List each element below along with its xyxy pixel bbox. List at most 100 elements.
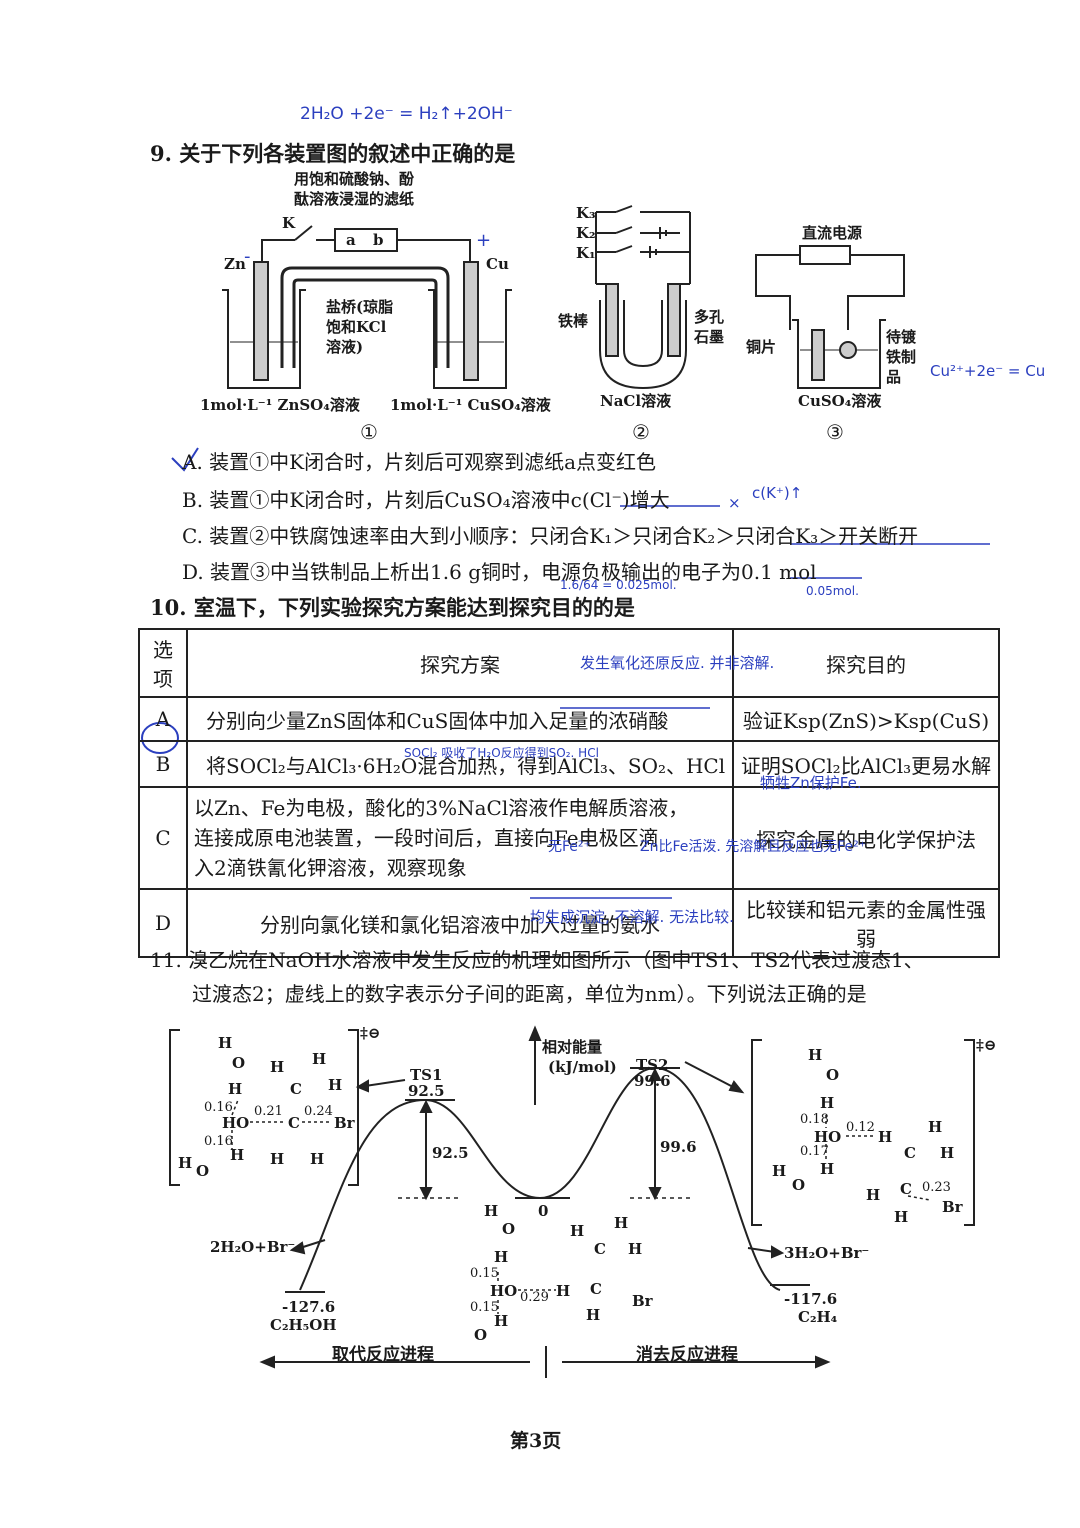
- page-number: 第3页: [510, 1430, 562, 1452]
- l-h5: H: [328, 1076, 343, 1094]
- fig2-number: ②: [632, 420, 650, 444]
- r-ho: HO: [814, 1128, 842, 1146]
- right-value: -117.6: [784, 1290, 838, 1308]
- l-h9: H: [178, 1154, 193, 1172]
- fig3-item-1: 待镀: [886, 328, 917, 346]
- table-header-row: 选项 探究方案 探究目的: [138, 628, 1000, 698]
- row-d-option: D: [138, 888, 188, 958]
- fig1-filter-label-2: 酞溶液浸湿的滤纸: [294, 190, 415, 208]
- fig1-drawing: [222, 225, 512, 389]
- fig3-number: ③: [826, 420, 844, 444]
- table-row: D 分别向氯化镁和氯化铝溶液中加入过量的氨水 比较镁和铝元素的金属性强弱: [138, 888, 1000, 958]
- row-c-option: C: [138, 786, 188, 890]
- m-dist-1: 0.15: [470, 1266, 499, 1281]
- r-br: Br: [942, 1198, 963, 1216]
- fig1-k: K: [282, 214, 296, 232]
- m-h5: H: [614, 1214, 629, 1232]
- left-progress-label: 取代反应进程: [332, 1345, 434, 1365]
- row-d-goal: 比较镁和铝元素的金属性强弱: [732, 888, 1000, 958]
- fig1-right-solution: 1mol·L⁻¹ CuSO₄溶液: [390, 396, 551, 414]
- r-c2: C: [900, 1180, 912, 1198]
- zero-label: 0: [538, 1202, 549, 1220]
- hw-d-calc: 1.6/64 = 0.025mol.: [560, 578, 677, 592]
- l-dist-3: 0.24: [304, 1104, 333, 1119]
- fig2-drawing: [595, 205, 691, 390]
- r-h6: H: [820, 1160, 835, 1178]
- fig1-number: ①: [360, 420, 378, 444]
- row-a-plan: 分别向少量ZnS固体和CuS固体中加入足量的浓硝酸: [186, 696, 734, 742]
- m-c1: C: [594, 1240, 606, 1258]
- left-product: 2H₂O+Br⁻: [210, 1238, 296, 1256]
- left-value: -127.6: [282, 1298, 336, 1316]
- r-h2: H: [820, 1094, 835, 1112]
- l-ho: HO: [222, 1114, 250, 1132]
- q11-stem-line-1: 11. 溴乙烷在NaOH水溶液中发生反应的机理如图所示（图中TS1、TS2代表过…: [150, 948, 924, 972]
- ts1-charge: ‡⊖: [360, 1024, 381, 1042]
- fig2-iron: 铁棒: [558, 312, 589, 330]
- q10-table: 选项 探究方案 探究目的 A 分别向少量ZnS固体和CuS固体中加入足量的浓硝酸…: [138, 628, 1000, 958]
- m-br: Br: [632, 1292, 653, 1310]
- table-header-plan: 探究方案: [186, 628, 734, 698]
- energy-diagram: [169, 1025, 975, 1378]
- left-name: C₂H₅OH: [270, 1316, 337, 1334]
- m-h4: H: [570, 1222, 585, 1240]
- hw-t10-header-note: 发生氧化还原反应. 并非溶解.: [580, 654, 775, 672]
- hw-cu-equation: Cu²⁺+2e⁻ = Cu: [930, 362, 1046, 380]
- m-c2: C: [590, 1280, 602, 1298]
- r-dist-3: 0.17: [800, 1144, 829, 1159]
- hw-top-equation: 2H₂O +2e⁻ = H₂↑+2OH⁻: [300, 104, 513, 124]
- check-mark-a: [171, 447, 199, 472]
- m-h8: H: [586, 1306, 601, 1324]
- energy-axis-label-2: (kJ/mol): [548, 1058, 617, 1076]
- l-br: Br: [334, 1114, 355, 1132]
- hw-plus: +: [476, 230, 492, 251]
- row-b-option: B: [138, 740, 188, 788]
- fig1-bridge-2: 饱和KCl: [326, 318, 387, 336]
- l-dist-2: 0.21: [254, 1104, 283, 1119]
- hw-b-cross: ×: [728, 494, 741, 512]
- row-c-plan-line-2: 连接成原电池装置，一段时间后，直接向Fe电极区滴: [194, 826, 659, 850]
- fig1-b: b: [373, 231, 384, 249]
- row-d-plan: 分别向氯化镁和氯化铝溶液中加入过量的氨水: [186, 888, 734, 958]
- m-ho: HO: [490, 1282, 518, 1300]
- r-o2: O: [792, 1176, 806, 1194]
- fig2-k3: K₃: [576, 204, 596, 222]
- l-o1: O: [232, 1054, 246, 1072]
- q9-option-d: D. 装置③中当铁制品上析出1.6 g铜时，电源负极输出的电子为0.1 mol: [182, 560, 817, 584]
- fig1-filter-label-1: 用饱和硫酸钠、酚: [294, 170, 415, 188]
- m-dist-2: 0.29: [520, 1290, 549, 1305]
- q9-stem: 9. 关于下列各装置图的叙述中正确的是: [150, 141, 516, 166]
- ts1-gap: 92.5: [432, 1144, 469, 1162]
- r-dist-4: 0.23: [922, 1180, 951, 1195]
- fig3-item-3: 品: [886, 368, 902, 386]
- row-a-option: A: [138, 696, 188, 742]
- fig3-solution: CuSO₄溶液: [798, 392, 882, 410]
- hw-minus: -: [244, 246, 251, 267]
- l-h1: H: [218, 1034, 233, 1052]
- row-c-plan-line-3: 入2滴铁氰化钾溶液，观察现象: [194, 856, 467, 880]
- l-h2: H: [228, 1080, 243, 1098]
- m-h3: H: [494, 1312, 509, 1330]
- m-o2: O: [474, 1326, 488, 1344]
- ts1-label: TS1: [410, 1066, 443, 1084]
- r-h1: H: [808, 1046, 823, 1064]
- fig1-cu: Cu: [486, 255, 509, 273]
- hw-t10-c-note-2: 无Fe²⁺: [548, 839, 591, 855]
- hw-t10-b-note: SOCl₂ 吸收了H₂O反应得到SO₂. HCl: [404, 746, 599, 760]
- fig1-bridge-3: 溶液): [326, 338, 364, 356]
- r-h4: H: [928, 1118, 943, 1136]
- l-c1: C: [290, 1080, 302, 1098]
- l-dist-4: 0.16: [204, 1134, 233, 1149]
- fig1-left-solution: 1mol·L⁻¹ ZnSO₄溶液: [200, 396, 360, 414]
- m-dist-3: 0.15: [470, 1300, 499, 1315]
- fig3-drawing: [755, 245, 905, 389]
- table-row: C 以Zn、Fe为电极，酸化的3%NaCl溶液作电解质溶液， 连接成原电池装置，…: [138, 786, 1000, 890]
- right-progress-label: 消去反应进程: [636, 1345, 738, 1365]
- fig1-bridge-1: 盐桥(琼脂: [326, 298, 394, 316]
- fig2-solution: NaCl溶液: [600, 392, 672, 410]
- fig2-k2: K₂: [576, 224, 596, 242]
- fig2-graphite-1: 多孔: [694, 308, 725, 326]
- row-a-goal: 验证Ksp(ZnS)>Ksp(CuS): [732, 696, 1000, 742]
- m-h7: H: [556, 1282, 571, 1300]
- hw-d-correct: 0.05mol.: [806, 584, 859, 598]
